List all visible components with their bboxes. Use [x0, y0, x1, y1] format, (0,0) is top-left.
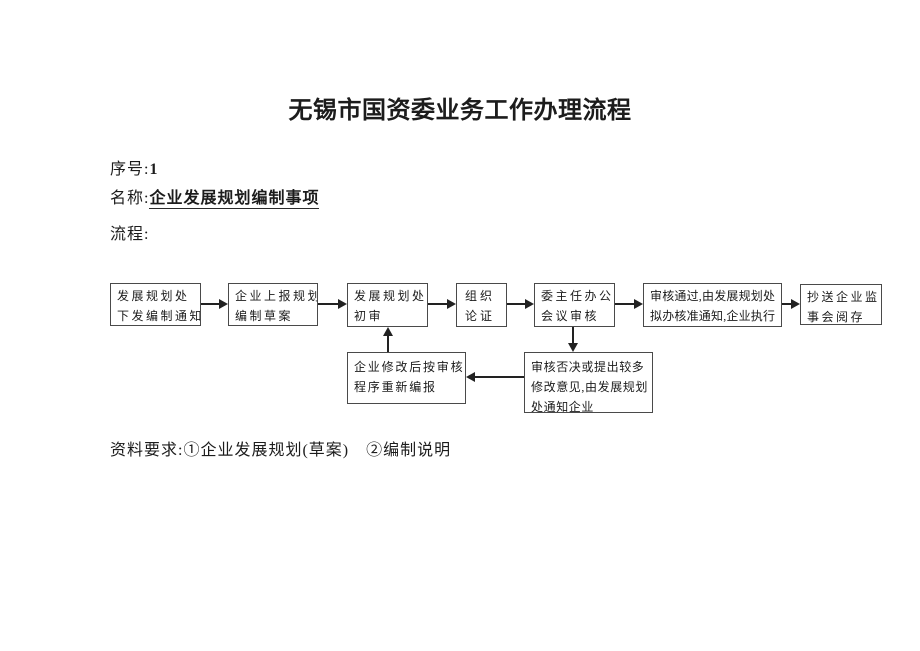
process-line: 流程:: [110, 220, 149, 244]
flow-step-approved-notice: 审核通过,由发展规划处 拟办核准通知,企业执行: [643, 283, 782, 327]
flow-step-line: 审核否决或提出较多: [531, 360, 645, 374]
arrowhead-right-icon: [525, 299, 534, 309]
flow-step-line: 审核通过,由发展规划处: [650, 289, 776, 303]
flow-step-line: 抄送企业监: [807, 290, 880, 304]
flow-step-copy-supervisory-board: 抄送企业监 事会阅存: [800, 284, 882, 325]
process-label: 流程:: [110, 226, 150, 243]
flow-step-line: 企业上报规划: [235, 289, 318, 303]
arrow-argumentation-to-committee: [507, 298, 534, 310]
flow-step-line: 拟办核准通知,企业执行: [650, 309, 776, 323]
arrowhead-right-icon: [219, 299, 228, 309]
name-line: 名称:企业发展规划编制事项: [110, 184, 320, 209]
arrow-revise-to-initial-review: [382, 327, 394, 352]
flow-step-line: 会议审核: [541, 309, 600, 323]
arrow-approved-to-copy: [782, 298, 800, 310]
arrow-draft-to-initial-review: [318, 298, 347, 310]
serial-value: 1: [149, 161, 159, 178]
serial-line: 序号:1: [110, 155, 158, 179]
arrowhead-right-icon: [634, 299, 643, 309]
flow-step-line: 下发编制通知: [117, 309, 201, 323]
flow-step-line: 发展规划处: [354, 289, 427, 303]
name-label: 名称:: [110, 190, 150, 207]
flow-step-organize-argumentation: 组织 论证: [456, 283, 507, 327]
flow-step-revise-resubmit: 企业修改后按审核 程序重新编报: [347, 352, 466, 404]
flow-step-line: 委主任办公: [541, 289, 614, 303]
arrowhead-down-icon: [568, 343, 578, 352]
arrow-notice-to-draft: [201, 298, 228, 310]
requirements-items: ①企业发展规划(草案) ②编制说明: [183, 442, 452, 459]
arrow-rejected-to-revise: [466, 371, 524, 383]
flow-step-line: 论证: [464, 309, 495, 323]
page-title: 无锡市国资委业务工作办理流程: [288, 98, 632, 124]
name-value: 企业发展规划编制事项: [149, 190, 320, 209]
flow-step-committee-review: 委主任办公 会议审核: [534, 283, 615, 327]
serial-label: 序号:: [110, 161, 150, 178]
arrow-initial-review-to-argumentation: [428, 298, 456, 310]
arrow-committee-to-approved: [615, 298, 643, 310]
flow-step-rejected-notice: 审核否决或提出较多 修改意见,由发展规划 处通知企业: [524, 352, 653, 413]
arrowhead-right-icon: [791, 299, 800, 309]
flow-step-line: 企业修改后按审核: [354, 360, 465, 374]
flow-step-line: 组织: [464, 289, 495, 303]
flow-step-line: 事会阅存: [807, 310, 866, 324]
arrowhead-left-icon: [466, 372, 475, 382]
flow-step-line: 初审: [354, 309, 384, 323]
flow-step-report-draft: 企业上报规划 编制草案: [228, 283, 318, 326]
arrowhead-up-icon: [383, 327, 393, 336]
arrowhead-right-icon: [338, 299, 347, 309]
flow-step-initial-review: 发展规划处 初审: [347, 283, 428, 327]
flow-step-issue-notice: 发展规划处 下发编制通知: [110, 283, 201, 326]
flow-step-line: 修改意见,由发展规划: [531, 380, 649, 394]
flow-step-line: 发展规划处: [117, 289, 190, 303]
flow-step-line: 编制草案: [235, 309, 294, 323]
arrow-committee-to-rejected: [567, 327, 579, 352]
requirements-label: 资料要求:: [110, 442, 184, 459]
flow-step-line: 程序重新编报: [354, 380, 437, 394]
requirements-line: 资料要求:①企业发展规划(草案) ②编制说明: [110, 436, 451, 460]
arrowhead-right-icon: [447, 299, 456, 309]
flow-step-line: 处通知企业: [531, 400, 595, 413]
